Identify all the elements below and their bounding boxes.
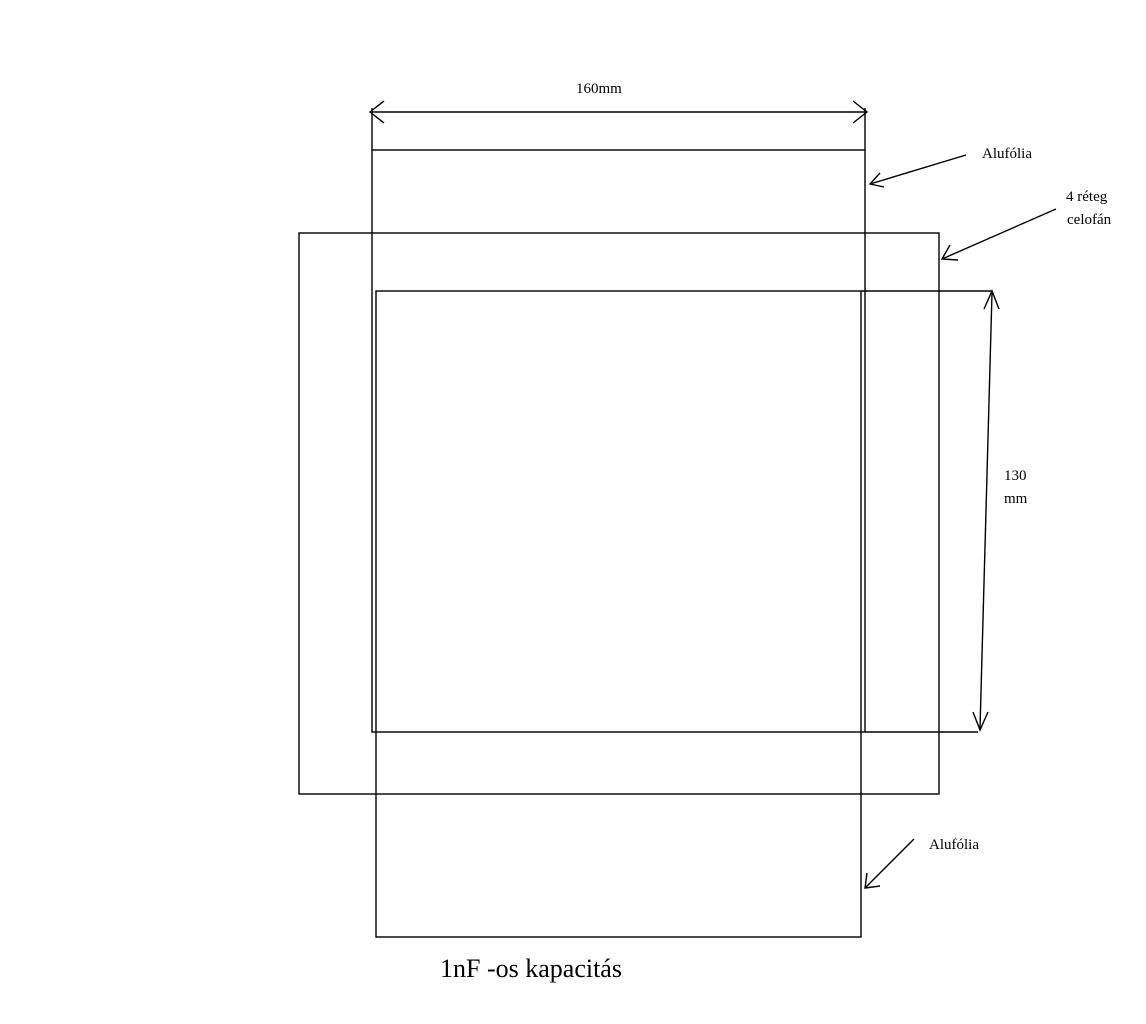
cellophane-sheet (298, 232, 940, 795)
width-dimension-label: 160mm (576, 81, 622, 97)
bottom-foil-sheet (375, 290, 862, 938)
height-dimension-unit: mm (1004, 491, 1028, 507)
top-foil-pointer-arrow (868, 154, 967, 188)
bottom-foil-pointer-arrow (864, 838, 915, 889)
diagram-caption: 1nF -os kapacitás (440, 954, 622, 983)
width-dimension-arrow (368, 100, 869, 150)
bottom-foil-label: Alufólia (929, 837, 979, 853)
height-dimension-value: 130 (1004, 468, 1027, 484)
cellophane-label-line2: celofán (1067, 212, 1112, 228)
top-foil-sheet (371, 149, 866, 733)
height-dimension-arrow (972, 289, 1000, 732)
cellophane-pointer-arrow (940, 208, 1057, 261)
top-foil-label: Alufólia (982, 146, 1032, 162)
cellophane-label-line1: 4 réteg (1066, 189, 1108, 205)
